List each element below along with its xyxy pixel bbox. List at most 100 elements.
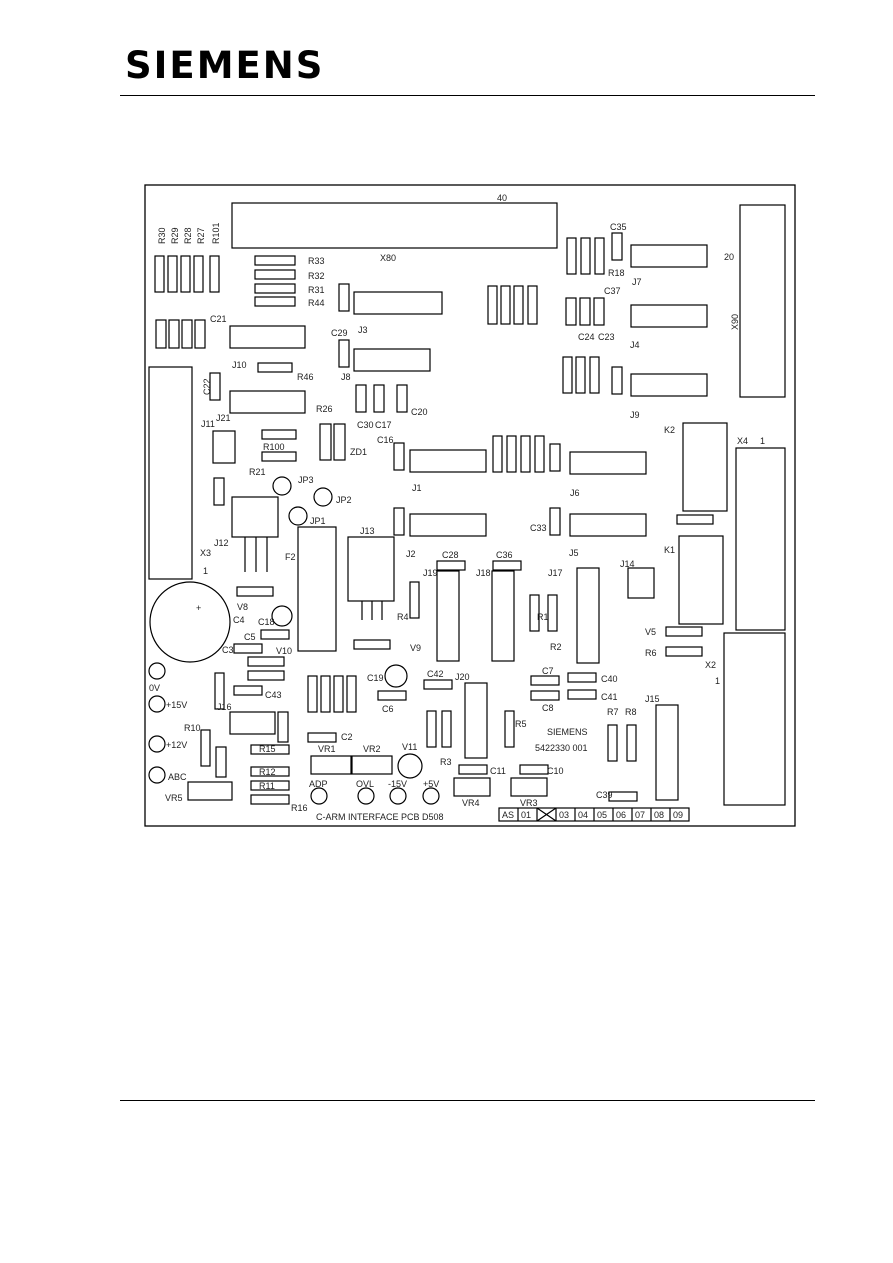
x4-label: X4 <box>737 436 748 446</box>
svg-text:J6: J6 <box>570 488 580 498</box>
svg-text:V11: V11 <box>402 742 417 752</box>
svg-text:J4: J4 <box>630 340 640 350</box>
svg-text:R10: R10 <box>184 723 201 733</box>
svg-text:R16: R16 <box>291 803 308 813</box>
board-part-no: 5422330 001 <box>535 743 588 753</box>
svg-text:C35: C35 <box>610 222 627 232</box>
svg-text:C18: C18 <box>258 617 275 627</box>
svg-text:C16: C16 <box>377 435 394 445</box>
connector-x2 <box>723 632 786 806</box>
svg-text:C36: C36 <box>496 550 513 560</box>
svg-text:C11: C11 <box>490 766 506 776</box>
tp-abc: ABC <box>168 772 187 782</box>
jumper-jp3 <box>272 476 292 496</box>
svg-text:J18: J18 <box>476 568 491 578</box>
svg-text:J12: J12 <box>214 538 229 548</box>
svg-text:J10: J10 <box>232 360 247 370</box>
trim-pots: VR5 VR1 VR2 VR4 VR3 <box>165 744 548 808</box>
svg-text:J9: J9 <box>630 410 640 420</box>
svg-text:J11: J11 <box>201 419 215 429</box>
status-06: 06 <box>616 810 626 820</box>
svg-text:R33: R33 <box>308 256 325 266</box>
status-03: 03 <box>559 810 569 820</box>
svg-text:J17: J17 <box>548 568 563 578</box>
svg-text:J21: J21 <box>216 413 231 423</box>
svg-text:C20: C20 <box>411 407 428 417</box>
svg-text:R18: R18 <box>608 268 625 278</box>
regulator-j12 <box>231 496 279 538</box>
svg-text:R12: R12 <box>259 767 276 777</box>
svg-text:C30: C30 <box>357 420 374 430</box>
svg-text:K1: K1 <box>664 545 675 555</box>
svg-text:R27: R27 <box>196 227 206 244</box>
svg-text:VR5: VR5 <box>165 793 183 803</box>
x90-label: X90 <box>730 314 740 330</box>
connector-x4 <box>735 447 786 631</box>
svg-text:V8: V8 <box>237 602 248 612</box>
svg-text:JP1: JP1 <box>310 516 326 526</box>
relay-k2 <box>682 422 728 512</box>
svg-text:C6: C6 <box>382 704 394 714</box>
svg-text:V5: V5 <box>645 627 656 637</box>
svg-text:J13: J13 <box>360 526 375 536</box>
svg-text:C19: C19 <box>367 673 384 683</box>
svg-text:C40: C40 <box>601 674 618 684</box>
svg-text:J14: J14 <box>620 559 635 569</box>
svg-text:C17: C17 <box>375 420 392 430</box>
status-05: 05 <box>597 810 607 820</box>
capacitor-c4 <box>149 581 231 663</box>
svg-text:R29: R29 <box>170 227 180 244</box>
diodes: R26 ZD1 <box>316 404 367 461</box>
status-09: 09 <box>673 810 683 820</box>
resistor-bank-r33-r44: R33 R32 R31 R44 <box>254 255 325 308</box>
svg-text:J8: J8 <box>341 372 351 382</box>
svg-text:F2: F2 <box>285 552 296 562</box>
svg-text:C8: C8 <box>542 703 554 713</box>
tp-12v: +12V <box>166 740 187 750</box>
svg-text:C21: C21 <box>210 314 227 324</box>
svg-text:C3: C3 <box>222 645 234 655</box>
svg-text:C43: C43 <box>265 690 282 700</box>
tp-5v: +5V <box>423 779 439 789</box>
x2-pin-label: 1 <box>715 676 720 686</box>
tp-15v: +15V <box>166 700 187 710</box>
resistor-bank-top-left: R30 R29 R28 R27 R101 <box>154 222 221 293</box>
svg-text:J2: J2 <box>406 549 416 559</box>
resistor-groups-mid: R18 R1 R2 R7 R8 R4 R5 R3 R10 <box>184 237 637 767</box>
x2-label: X2 <box>705 660 716 670</box>
svg-text:R4: R4 <box>397 612 409 622</box>
connector-x3 <box>148 366 193 580</box>
svg-text:C42: C42 <box>427 669 444 679</box>
svg-text:R21: R21 <box>249 467 266 477</box>
svg-text:J1: J1 <box>412 483 422 493</box>
tp-adp: ADP <box>309 779 328 789</box>
svg-text:R100: R100 <box>263 442 285 452</box>
svg-text:C37: C37 <box>604 286 621 296</box>
board-maker: SIEMENS <box>547 727 588 737</box>
regulator-j13 <box>347 536 395 602</box>
header-divider <box>120 95 815 96</box>
x80-pin-label: 40 <box>497 193 507 203</box>
svg-text:R32: R32 <box>308 271 325 281</box>
svg-text:ZD1: ZD1 <box>350 447 367 457</box>
svg-text:J20: J20 <box>455 672 470 682</box>
svg-text:R101: R101 <box>211 222 221 244</box>
svg-text:+: + <box>196 603 201 613</box>
svg-text:C41: C41 <box>601 692 618 702</box>
svg-text:R30: R30 <box>157 227 167 244</box>
svg-text:C10: C10 <box>547 766 564 776</box>
tp-minus15v: -15V <box>388 779 407 789</box>
status-08: 08 <box>654 810 664 820</box>
svg-text:V10: V10 <box>276 646 292 656</box>
svg-text:J7: J7 <box>632 277 642 287</box>
status-01: 01 <box>521 810 531 820</box>
svg-text:JP2: JP2 <box>336 495 352 505</box>
svg-text:V9: V9 <box>410 643 421 653</box>
status-row: AS 01 03 04 05 06 07 08 09 <box>498 807 690 822</box>
x90-pin-label: 20 <box>724 252 734 262</box>
x80-label: X80 <box>380 253 396 263</box>
svg-text:C29: C29 <box>331 328 348 338</box>
svg-text:R1: R1 <box>537 612 549 622</box>
connector-x80 <box>231 202 558 249</box>
svg-text:C4: C4 <box>233 615 245 625</box>
